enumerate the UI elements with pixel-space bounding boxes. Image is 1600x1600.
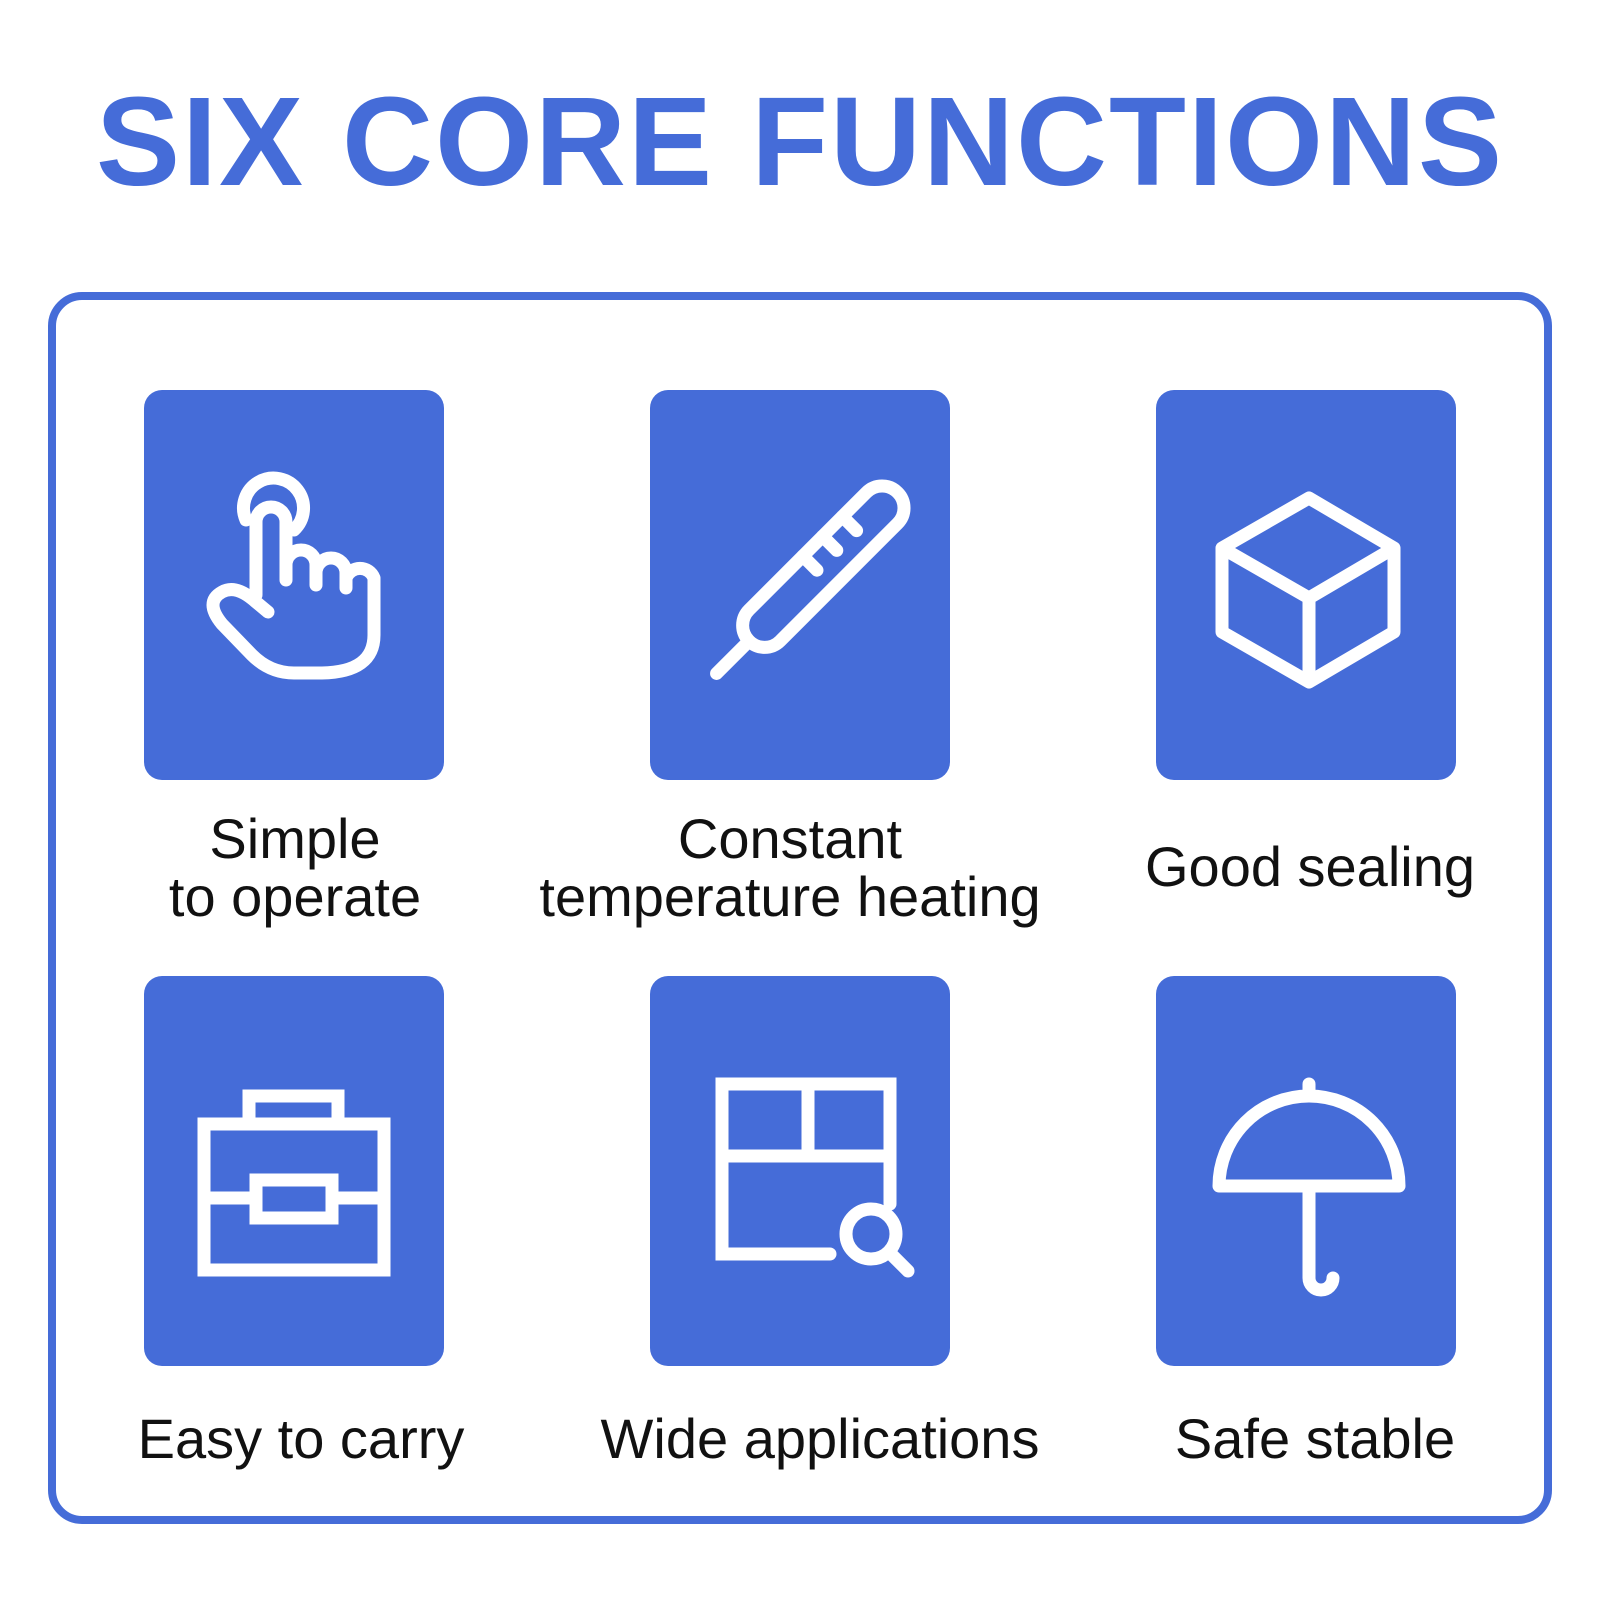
tap-hand-icon	[206, 471, 381, 680]
feature-label-line: Simple	[209, 807, 381, 870]
feature-label-line: Constant	[677, 807, 903, 870]
feature-label-wide-applications: Wide applications	[540, 1410, 1100, 1468]
umbrella-icon	[1212, 1077, 1406, 1297]
feature-label-line: to operate	[168, 865, 422, 928]
feature-tile-good-sealing	[1156, 390, 1456, 780]
feature-tile-safe-stable	[1156, 976, 1456, 1366]
feature-label-line: temperature heating	[539, 865, 1041, 928]
feature-tile-wide-applications	[650, 976, 950, 1366]
thermometer-icon	[710, 479, 911, 680]
feature-label-safe-stable: Safe stable	[1035, 1410, 1595, 1468]
feature-label-line: Easy to carry	[137, 1407, 465, 1470]
page-title: SIX CORE FUNCTIONS	[95, 71, 1505, 212]
window-search-icon	[715, 1077, 915, 1278]
features-frame	[48, 292, 1552, 1524]
feature-label-constant-temperature: Constant temperature heating	[510, 810, 1070, 926]
feature-label-simple-to-operate: Simple to operate	[15, 810, 575, 926]
feature-label-good-sealing: Good sealing	[1030, 838, 1590, 896]
toolbox-icon	[197, 1089, 391, 1277]
feature-tile-easy-to-carry	[144, 976, 444, 1366]
feature-tile-simple-to-operate	[144, 390, 444, 780]
feature-label-line: Wide applications	[600, 1407, 1040, 1470]
cube-icon	[1215, 491, 1401, 689]
feature-tile-constant-temperature	[650, 390, 950, 780]
feature-label-easy-to-carry: Easy to carry	[21, 1410, 581, 1468]
feature-label-line: Safe stable	[1174, 1407, 1456, 1470]
feature-label-line: Good sealing	[1144, 835, 1475, 898]
